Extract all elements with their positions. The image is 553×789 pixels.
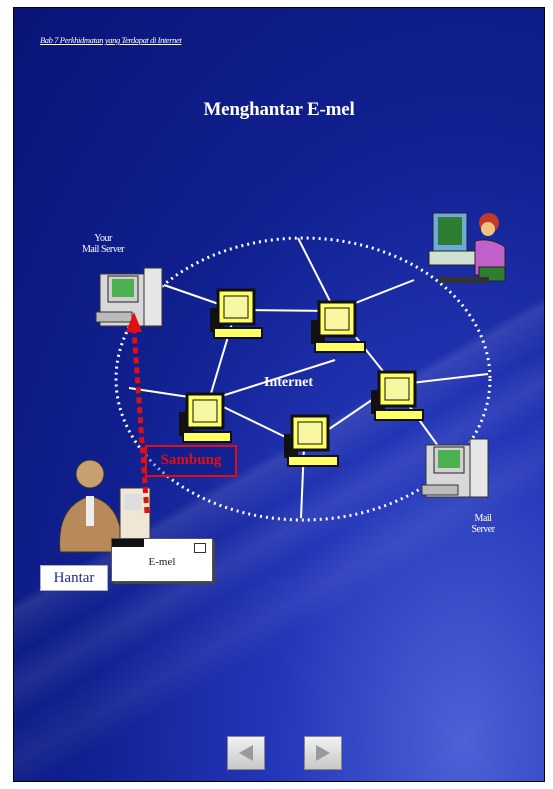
recipient-user-icon — [428, 212, 506, 283]
internet-cloud — [114, 236, 492, 522]
page-title: Menghantar E-mel — [203, 99, 355, 120]
next-button[interactable] — [304, 736, 342, 770]
internet-computer-icon-3 — [371, 370, 424, 421]
sender-user-icon — [59, 459, 123, 553]
slide: Bab 7 Perkhidmatan yang Terdapat di Inte… — [13, 7, 545, 782]
stamp-icon — [194, 543, 206, 553]
mail-server-icon — [421, 438, 489, 498]
sender-computer-icon — [119, 487, 151, 541]
internet-computer-icon-5 — [284, 414, 339, 467]
email-label: E-mel — [148, 556, 176, 568]
envelope-flap — [112, 539, 144, 547]
sambung-label: Sambung — [145, 445, 237, 477]
hantar-label: Hantar — [40, 565, 108, 591]
internet-label: Internet — [264, 375, 313, 390]
your-mail-server-icon — [95, 267, 163, 327]
internet-computer-icon-2 — [311, 300, 366, 353]
network-diagram — [59, 212, 506, 553]
breadcrumb[interactable]: Bab 7 Perkhidmatan yang Terdapat di Inte… — [40, 35, 182, 45]
previous-button[interactable] — [227, 736, 265, 770]
triangle-right-icon — [316, 745, 330, 761]
your-mail-server-label: Your Mail Server — [82, 233, 125, 255]
internet-computer-icon-1 — [210, 288, 263, 339]
internet-computer-icon-4 — [179, 392, 232, 443]
connect-arrow-icon — [126, 312, 150, 514]
triangle-left-icon — [239, 745, 253, 761]
mail-server-label: Mail Server — [471, 513, 495, 535]
email-envelope: E-mel — [111, 538, 213, 582]
